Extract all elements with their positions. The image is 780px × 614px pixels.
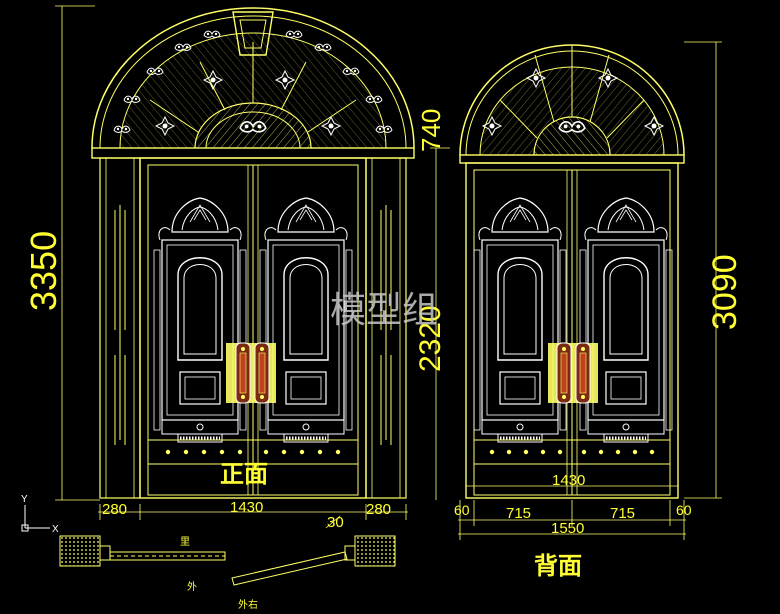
back-door-leaves: [472, 196, 674, 444]
front-door-leaves: [152, 196, 354, 444]
back-right-edge-label: 60: [676, 502, 692, 518]
front-view: [91, 7, 415, 499]
plan-label-outer-right: 外右: [238, 598, 258, 611]
back-total-height-label: 3090: [706, 254, 744, 330]
front-view-title: 正面: [220, 460, 268, 488]
back-inner-width-label: 1430: [552, 472, 585, 489]
front-side-right-label: 280: [366, 501, 391, 518]
back-total-width-label: 1550: [551, 520, 584, 537]
plan-label-inner: 里: [180, 536, 190, 548]
ucs-x-label: X: [52, 524, 59, 535]
ucs-y-label: Y: [21, 494, 28, 505]
front-total-height-label: 3350: [23, 231, 64, 311]
front-lintel: [91, 147, 415, 159]
back-leaf-left-label: 715: [506, 505, 531, 522]
back-view: [459, 44, 685, 499]
plan-view: [59, 535, 396, 586]
front-arch-outer: [91, 7, 415, 149]
front-keystone: [232, 11, 274, 56]
back-lintel: [459, 154, 685, 164]
watermark: 模型组: [330, 290, 438, 331]
front-inner-width-label: 1430: [230, 499, 263, 516]
front-door-frame: [139, 157, 367, 499]
back-leaf-right-label: 715: [610, 505, 635, 522]
back-door-frame: [465, 162, 679, 499]
back-view-title: 背面: [534, 552, 582, 580]
front-lower-height-label: 2320: [414, 305, 447, 372]
front-gap-label: 30: [327, 514, 344, 531]
front-side-left-label: 280: [102, 501, 127, 518]
back-left-edge-label: 60: [454, 502, 470, 518]
plan-label-outer: 外: [187, 581, 197, 593]
front-dimensions: [55, 5, 450, 529]
ucs-icon: [21, 505, 50, 532]
back-dimensions: [458, 41, 722, 540]
front-arch-height-label: 740: [416, 109, 446, 152]
